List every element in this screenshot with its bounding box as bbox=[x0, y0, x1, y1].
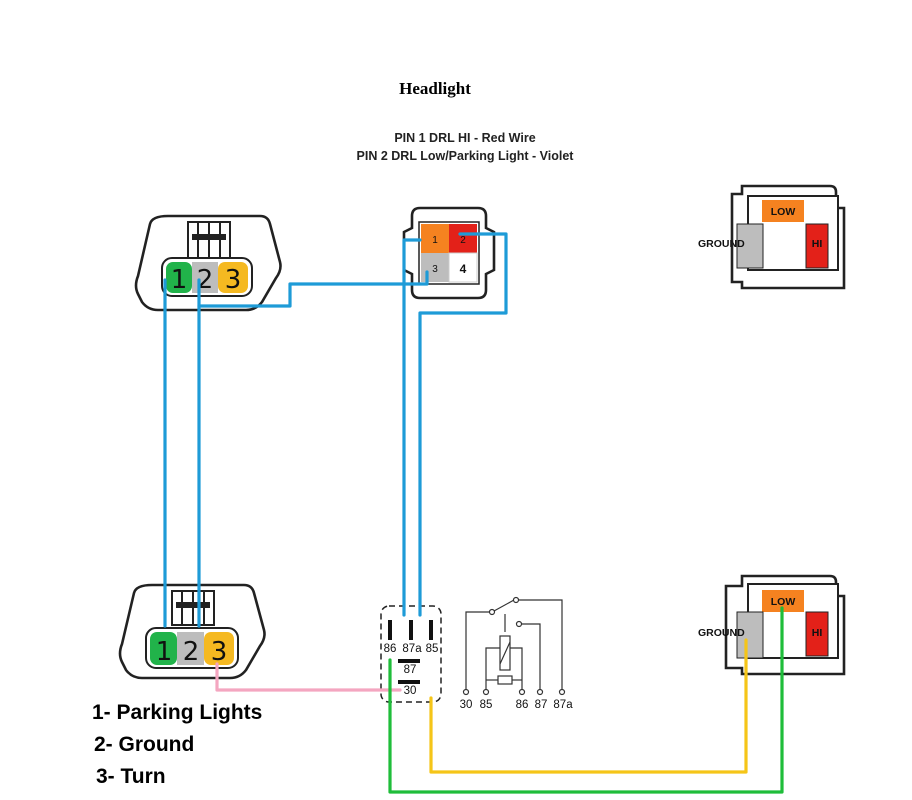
headlight-plug-label-4: 4 bbox=[460, 262, 467, 276]
connector-top-pin-2 bbox=[192, 262, 218, 293]
connector-top-label-1: 1 bbox=[171, 265, 188, 295]
wire-blue-plug1-to-relay86 bbox=[402, 238, 422, 617]
connector-bottom: 1 2 3 bbox=[118, 583, 266, 680]
connector-bottom-pin-1 bbox=[150, 632, 177, 665]
relay: 86 87a 85 87 30 bbox=[380, 605, 442, 703]
socket-bottom-hi bbox=[805, 611, 829, 657]
schematic-label-30: 30 bbox=[460, 699, 473, 711]
socket-bottom-ground-label: GROUND bbox=[698, 627, 745, 639]
connector-top-label-2: 2 bbox=[197, 265, 214, 295]
pin-note-1: PIN 1 DRL HI - Red Wire bbox=[394, 131, 535, 145]
relay-pin-85: 85 bbox=[426, 643, 439, 655]
socket-top-hi-label: HI bbox=[812, 238, 823, 250]
wire-pink-pin3-to-relay30 bbox=[215, 662, 402, 692]
relay-pin-87: 87 bbox=[404, 664, 417, 676]
relay-schematic bbox=[462, 596, 566, 696]
connector-top-pin-1 bbox=[166, 262, 192, 293]
relay-pin-87a: 87a bbox=[402, 643, 422, 655]
socket-top-hi bbox=[805, 223, 829, 269]
connector-bottom-pin-2 bbox=[177, 632, 204, 665]
schematic-label-85: 85 bbox=[480, 699, 493, 711]
headlight-plug-label-1: 1 bbox=[432, 235, 438, 246]
connector-top-label-3: 3 bbox=[225, 265, 242, 295]
connector-bottom-label-2: 2 bbox=[183, 637, 200, 667]
socket-bottom-low-label: LOW bbox=[771, 596, 796, 608]
headlight-plug-label-3: 3 bbox=[432, 264, 438, 275]
wire-green-relay86-to-low bbox=[388, 606, 784, 794]
connector-bottom-label-3: 3 bbox=[211, 637, 228, 667]
socket-top-low bbox=[762, 200, 804, 222]
connector-bottom-pin-3 bbox=[204, 632, 234, 665]
headlight-plug-pin-1 bbox=[421, 224, 449, 253]
connector-top: 1 2 3 bbox=[134, 214, 282, 312]
headlight-plug-pin-4 bbox=[448, 252, 478, 283]
socket-top: LOW GROUND HI bbox=[698, 184, 846, 290]
socket-bottom-low bbox=[762, 590, 804, 612]
diagram-title: Headlight bbox=[399, 79, 471, 98]
socket-bottom-ground bbox=[736, 611, 764, 659]
relay-pin-86: 86 bbox=[384, 643, 397, 655]
schematic-label-87a: 87a bbox=[553, 699, 573, 711]
connector-top-pin-3 bbox=[218, 262, 248, 293]
schematic-label-87: 87 bbox=[535, 699, 548, 711]
wire-blue-pin2-to-plug3 bbox=[197, 270, 429, 308]
pin-note-2: PIN 2 DRL Low/Parking Light - Violet bbox=[357, 149, 575, 163]
legend-item-3: 3- Turn bbox=[96, 765, 166, 788]
socket-top-ground-label: GROUND bbox=[698, 238, 745, 250]
socket-bottom: LOW GROUND HI bbox=[698, 574, 846, 676]
socket-top-ground bbox=[736, 223, 764, 269]
socket-bottom-hi-label: HI bbox=[812, 627, 823, 639]
legend-item-2: 2- Ground bbox=[94, 733, 194, 756]
headlight-plug-pin-2 bbox=[449, 224, 477, 253]
relay-pin-30: 30 bbox=[404, 685, 417, 697]
headlight-plug-label-2: 2 bbox=[460, 235, 466, 246]
wires bbox=[163, 232, 784, 794]
wire-blue-plug2-to-relay87a bbox=[418, 232, 508, 617]
connector-bottom-label-1: 1 bbox=[156, 637, 173, 667]
schematic-label-86: 86 bbox=[516, 699, 529, 711]
wire-yellow-relay85-to-ground bbox=[429, 638, 748, 774]
legend-item-1: 1- Parking Lights bbox=[92, 701, 262, 724]
socket-top-low-label: LOW bbox=[771, 206, 796, 218]
